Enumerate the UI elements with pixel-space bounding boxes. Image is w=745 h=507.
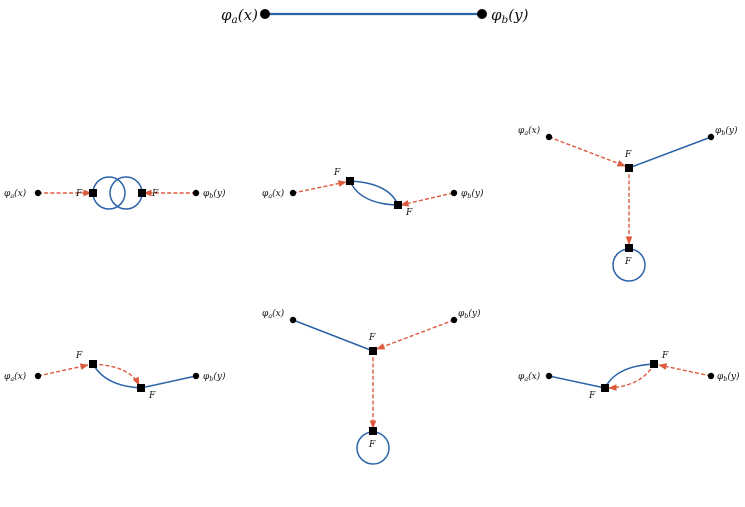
vertex-label-F: F: [588, 391, 596, 401]
propagator-line: [292, 319, 374, 352]
diagram-lens-1: F F φa(x) φb(y): [262, 168, 484, 218]
diagram-double-bubble: F F φa(x) φb(y): [4, 176, 226, 210]
label-phi-a-x: φa(x): [221, 6, 258, 26]
label-phi-b-y: φb(y): [715, 125, 738, 137]
vertex-label-F: F: [661, 351, 669, 361]
vertex-square: [394, 201, 402, 209]
vertex-square: [625, 164, 633, 172]
vertex-label-F: F: [368, 333, 376, 343]
label-phi-a-x: φa(x): [262, 308, 285, 320]
label-phi-a-x: φa(x): [518, 371, 541, 383]
label-phi-a-x: φa(x): [4, 188, 27, 200]
dashed-arrow: [658, 363, 712, 377]
endpoint-b: [450, 189, 458, 197]
diagram-free-propagator: φa(x) φb(y): [221, 6, 529, 26]
dashed-arrow: [37, 363, 89, 377]
endpoint-a: [289, 189, 297, 197]
vertex-label-F: F: [405, 208, 413, 218]
diagram-lens-2: F F φa(x) φb(y): [4, 351, 226, 401]
vertex-square: [369, 427, 377, 435]
dashed-arrow: [292, 180, 347, 194]
vertex-label-F: F: [624, 257, 632, 267]
diagram-lens-3: F F φa(x) φb(y): [518, 351, 740, 401]
vertex-square: [137, 384, 145, 392]
loop-circle: [92, 176, 126, 210]
vertex-label-F: F: [368, 440, 376, 450]
label-phi-b-y: φb(y): [203, 188, 226, 200]
label-phi-a-x: φa(x): [262, 188, 285, 200]
label-phi-b-y: φb(y): [461, 188, 484, 200]
endpoint-b: [192, 189, 200, 197]
vertex-square: [89, 189, 97, 197]
vertex-label-F: F: [333, 168, 341, 178]
propagator-arc: [92, 363, 142, 389]
vertex-square: [89, 360, 97, 368]
vertex-square: [601, 384, 609, 392]
diagram-tadpole-1: F F φa(x) φb(y): [518, 125, 738, 282]
dashed-arrow-curved: [92, 363, 140, 386]
label-phi-b-y: φb(y): [203, 371, 226, 383]
endpoint-a: [260, 9, 270, 19]
endpoint-a: [545, 372, 553, 380]
endpoint-b: [192, 372, 200, 380]
label-phi-b-y: φb(y): [717, 371, 740, 383]
label-phi-a-x: φa(x): [518, 125, 541, 137]
vertex-square: [138, 189, 146, 197]
endpoint-b: [450, 316, 458, 324]
label-phi-b-y: φb(y): [458, 308, 481, 320]
vertex-square: [650, 360, 658, 368]
endpoint-b: [477, 9, 487, 19]
label-phi-a-x: φa(x): [4, 371, 27, 383]
dashed-arrow: [376, 319, 455, 350]
propagator-line: [548, 375, 606, 389]
endpoint-a: [545, 133, 553, 141]
vertex-label-F: F: [75, 189, 83, 199]
endpoint-b: [707, 133, 715, 141]
endpoint-a: [289, 316, 297, 324]
loop-circle: [109, 176, 143, 210]
propagator-line: [140, 375, 197, 389]
vertex-label-F: F: [148, 391, 156, 401]
vertex-square: [346, 177, 354, 185]
propagator-line: [628, 136, 712, 169]
dashed-arrow: [548, 136, 626, 167]
vertex-label-F: F: [151, 189, 159, 199]
diagram-tadpole-2: F F φa(x) φb(y): [262, 308, 481, 465]
label-phi-b-y: φb(y): [491, 6, 529, 26]
vertex-label-F: F: [75, 351, 83, 361]
vertex-label-F: F: [624, 150, 632, 160]
vertex-square: [369, 347, 377, 355]
dashed-arrow: [400, 192, 454, 207]
vertex-square: [625, 244, 633, 252]
endpoint-b: [707, 372, 715, 380]
endpoint-a: [34, 372, 42, 380]
endpoint-a: [34, 189, 42, 197]
